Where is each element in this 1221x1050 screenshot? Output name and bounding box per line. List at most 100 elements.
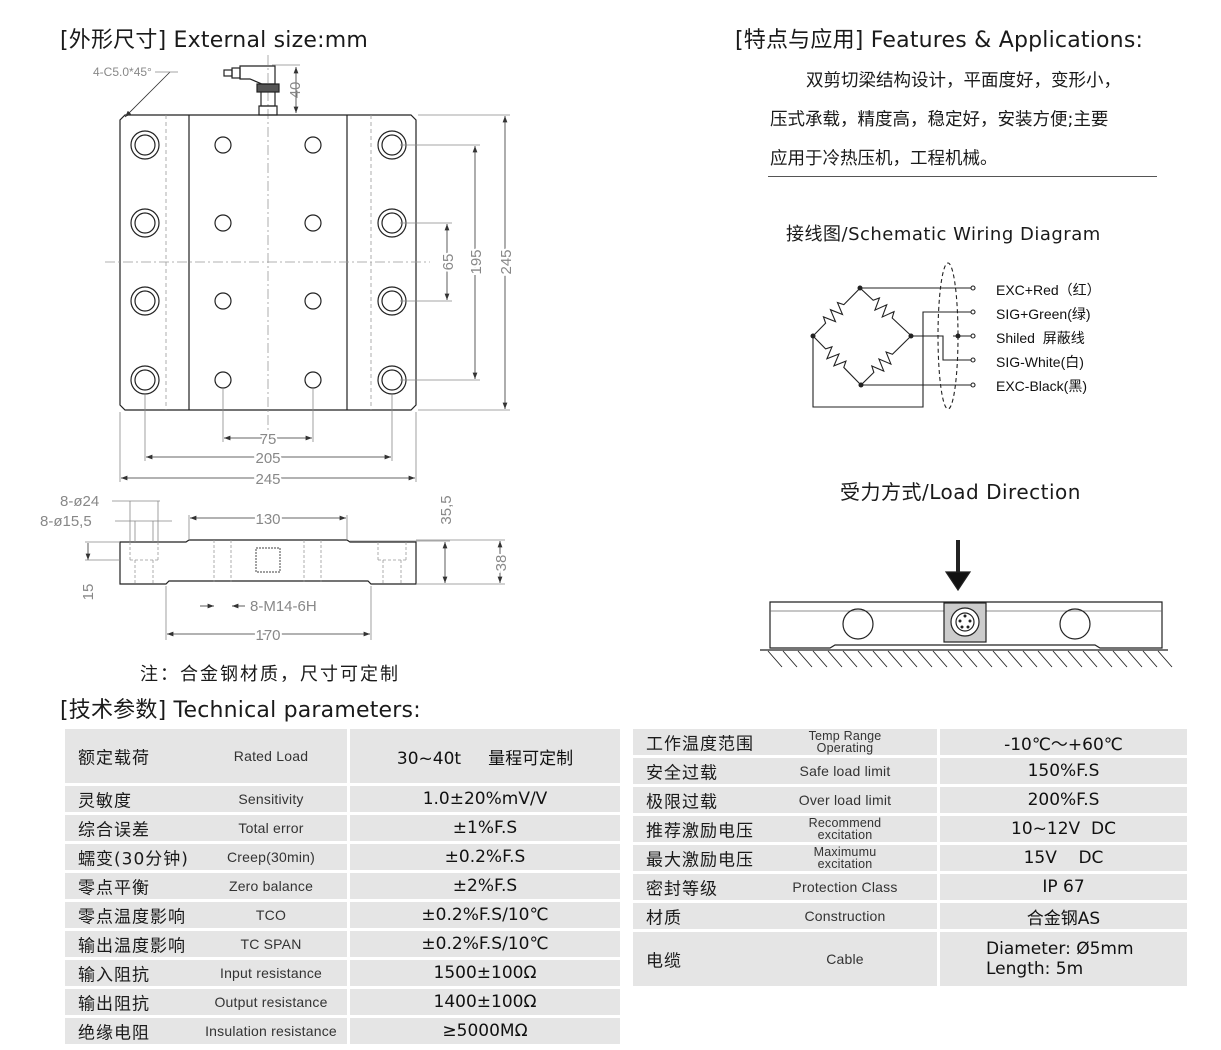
dim-hole-24: 8-ø24: [60, 493, 99, 510]
wire-label: EXC+Red（红）: [996, 282, 1101, 298]
feature-line: 双剪切梁结构设计，平面度好，变形小，: [806, 71, 1121, 91]
dim-35-5: 35,5: [438, 495, 455, 524]
value-cell: ±0.2%F.S: [350, 844, 620, 870]
param-name-en: TCO: [255, 907, 287, 923]
connector-icon: [943, 602, 987, 643]
top-view-drawing: [105, 55, 430, 440]
param-name-en: Construction: [804, 908, 886, 924]
hatch-line: [1007, 650, 1023, 668]
value-cell: ±2%F.S: [350, 873, 620, 899]
param-value: -10℃～+60℃: [1004, 734, 1123, 755]
hatch-line: [812, 650, 828, 668]
value-cell: 1400±100Ω: [350, 989, 620, 1015]
param-name-cn: 综合误差: [78, 820, 150, 841]
tech-params-title: [技术参数] Technical parameters:: [60, 692, 421, 724]
dim-245-horizontal: 245: [255, 471, 280, 488]
hatch-line: [902, 650, 918, 668]
param-name-cn: 额定载荷: [78, 748, 150, 769]
features-text: 双剪切梁结构设计，平面度好，变形小， 压式承载，精度高，稳定好，安装方便;主要 …: [770, 62, 1190, 179]
param-name-cn: 材质: [646, 908, 682, 929]
value-cell: ±0.2%F.S/10℃: [350, 931, 620, 957]
hatch-line: [1097, 650, 1113, 668]
param-name-en-line: Recommend: [808, 816, 882, 830]
hatch-line: [992, 650, 1008, 668]
param-name-en: Safe load limit: [799, 763, 891, 779]
param-value: 合金钢AS: [1026, 908, 1101, 929]
hatch-line: [842, 650, 858, 668]
drawings: 4-C5.0*45° 40 65 195 245 75 205 245: [40, 55, 1173, 668]
table-row: 材质 Construction 合金钢AS: [633, 903, 1187, 929]
load-direction-diagram: [760, 540, 1173, 668]
hatch-line: [797, 650, 813, 668]
wire-labels: EXC+Red（红） SIG+Green(绿) Shiled 屏蔽线 SIG-W…: [996, 282, 1101, 394]
hatch-line: [962, 650, 978, 668]
param-name-cn: 蠕变(30分钟): [78, 849, 189, 870]
value-cell: 10~12V DC: [940, 816, 1187, 842]
hatch-line: [947, 650, 963, 668]
param-name-en-line: Temp Range: [808, 729, 882, 743]
hatch-line: [1127, 650, 1143, 668]
param-name-en: TC SPAN: [240, 936, 302, 952]
ground-hatch: [767, 650, 1173, 668]
param-value: ≥5000MΩ: [442, 1021, 528, 1041]
label-cell: 蠕变(30分钟) Creep(30min): [65, 844, 347, 870]
resistor-icon: [812, 335, 861, 385]
param-value-line: Length: 5m: [986, 959, 1084, 979]
param-name-en: Rated Load: [233, 748, 309, 764]
param-value: 150%F.S: [1027, 761, 1100, 781]
unit-text: :mm: [317, 28, 368, 53]
chamfer-label: 4-C5.0*45°: [93, 65, 152, 79]
dim-75: 75: [260, 431, 277, 448]
divider: [768, 176, 1157, 177]
value-cell: 合金钢AS: [940, 903, 1187, 929]
hatch-line: [1157, 650, 1173, 668]
title-text: [特点与应用] Features & Applications: [735, 28, 1136, 53]
hatch-line: [1082, 650, 1098, 668]
wiring-title: 接线图/Schematic Wiring Diagram: [786, 224, 1101, 245]
param-name-en: Creep(30min): [227, 849, 315, 865]
value-cell: 150%F.S: [940, 758, 1187, 784]
value-cell: 15V DC: [940, 845, 1187, 871]
hatch-line: [977, 650, 993, 668]
hatch-line: [857, 650, 873, 668]
param-name-cn: 密封等级: [646, 879, 718, 900]
param-name-cn: 灵敏度: [78, 791, 132, 812]
hatch-line: [767, 650, 783, 668]
hatch-line: [917, 650, 933, 668]
param-value: ±1%F.S: [452, 818, 518, 838]
connector-icon: [223, 65, 280, 116]
param-name-en-line: Operating: [816, 741, 874, 755]
dim-40: 40: [287, 82, 304, 99]
table-row: 蠕变(30分钟) Creep(30min) ±0.2%F.S: [65, 844, 620, 870]
side-view-drawing: [119, 539, 417, 585]
feature-line: 压式承载，精度高，稳定好，安装方便;主要: [770, 110, 1109, 130]
resistor-icon: [859, 287, 912, 337]
wire-label: SIG-White(白): [996, 354, 1084, 370]
param-name-cn: 输入阻抗: [78, 965, 150, 986]
param-value: ±0.2%F.S/10℃: [421, 905, 549, 925]
value-cell: IP 67: [940, 874, 1187, 900]
param-value: ±0.2%F.S/10℃: [421, 934, 549, 954]
